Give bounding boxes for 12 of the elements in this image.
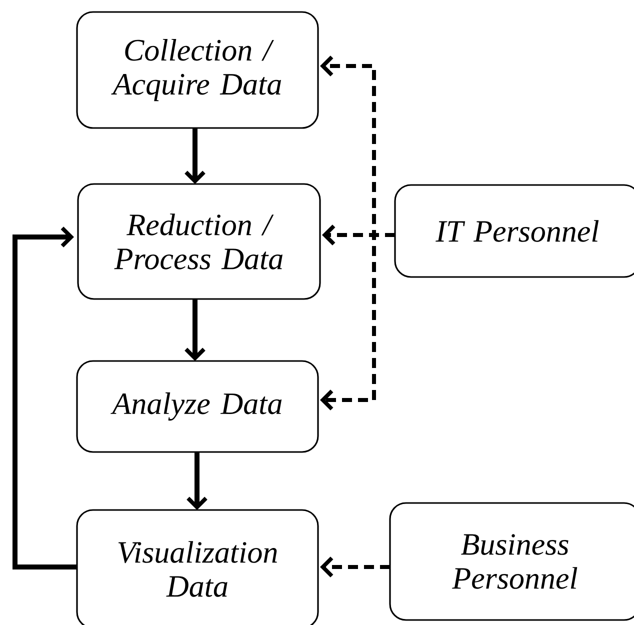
process-box: Analyze Data (76, 360, 319, 453)
process-box: IT Personnel (394, 184, 634, 278)
process-box: Business Personnel (389, 502, 634, 621)
process-box: Reduction / Process Data (77, 183, 321, 300)
feedback-arrow (12, 226, 77, 570)
dashed-arrow (320, 233, 395, 410)
process-box: Visualization Data (76, 509, 319, 625)
arrow (184, 128, 206, 184)
process-box: Collection / Acquire Data (76, 11, 319, 129)
arrow (184, 299, 206, 361)
dashed-arrow (320, 556, 390, 578)
arrow (186, 452, 208, 510)
